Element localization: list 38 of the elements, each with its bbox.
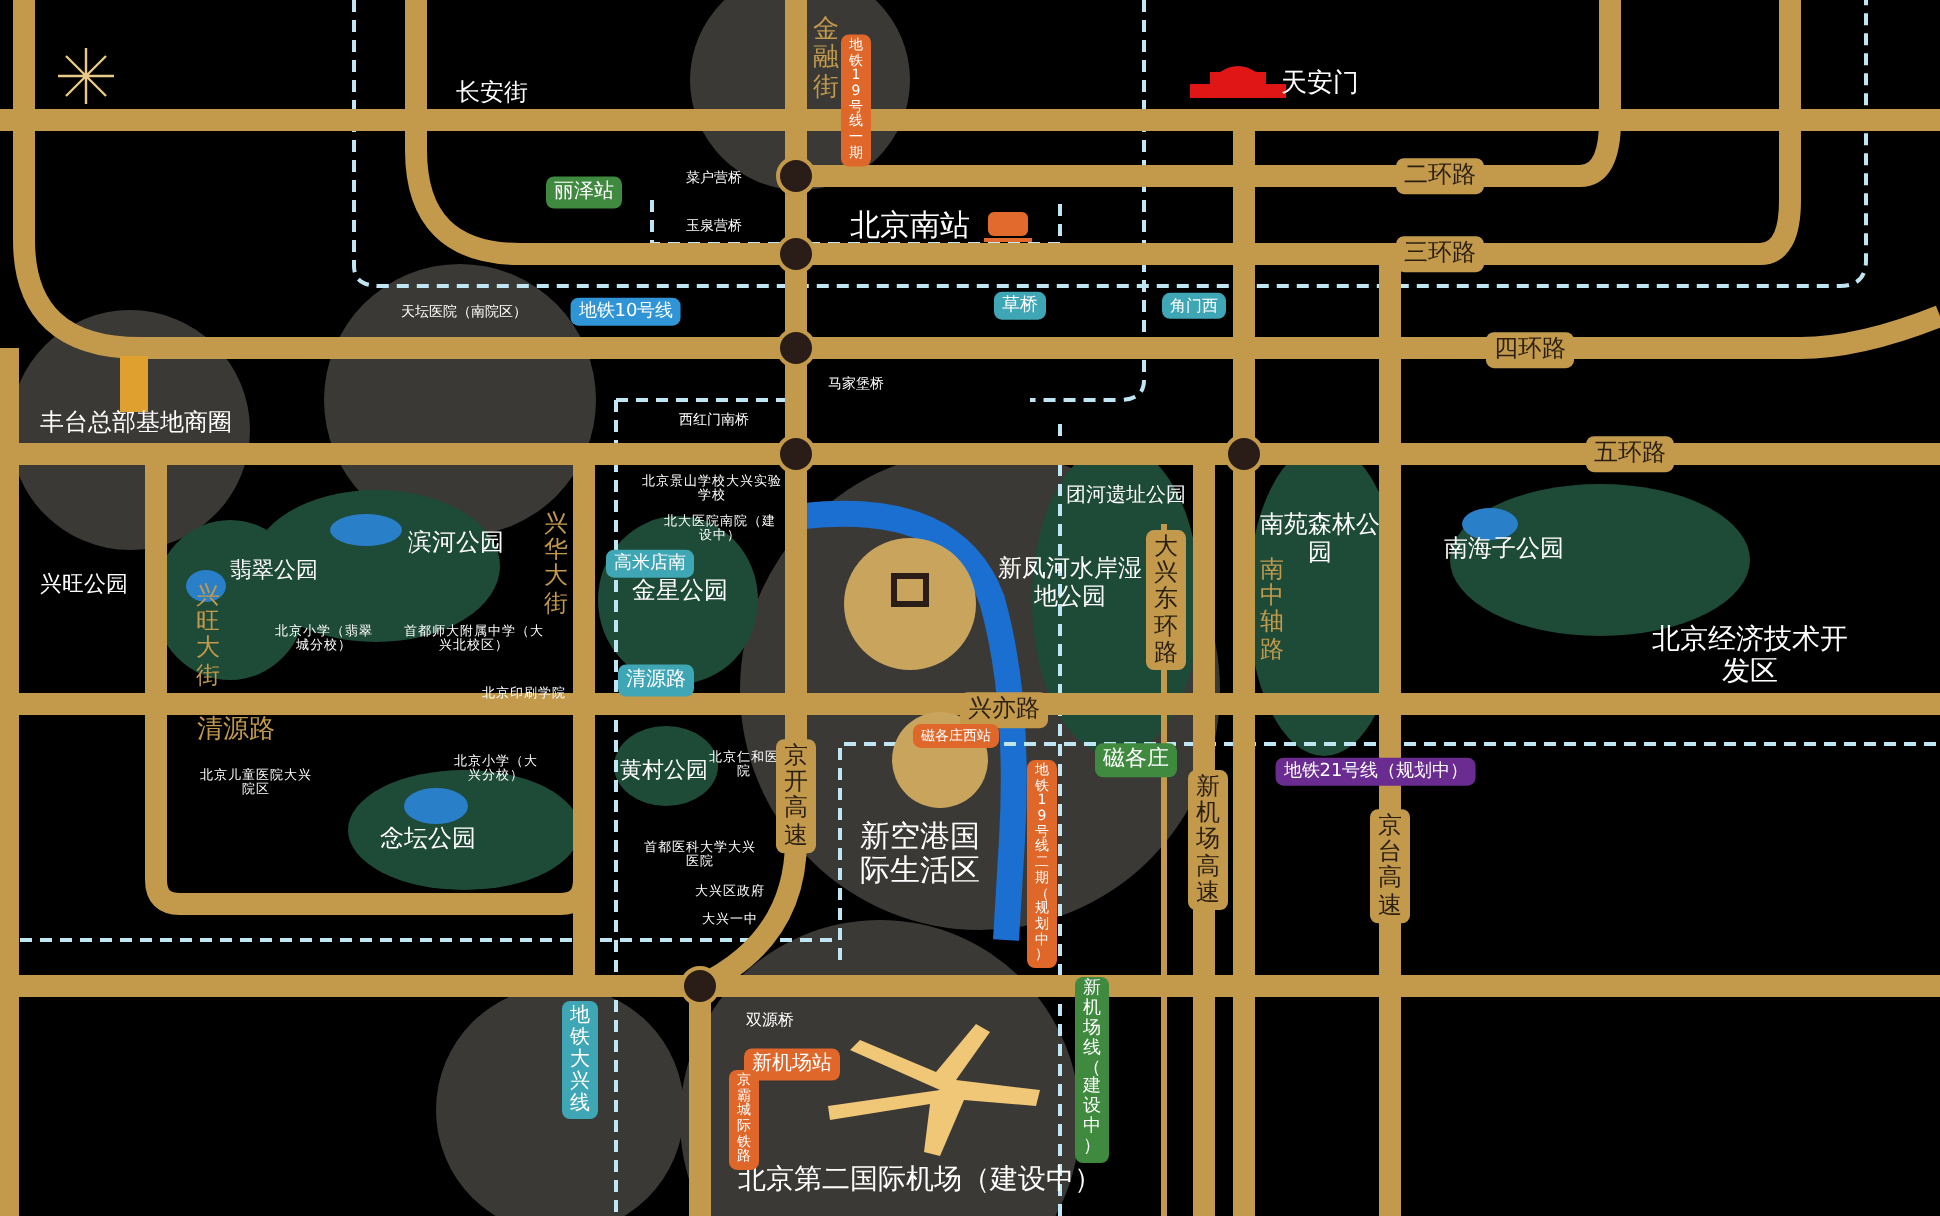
road-name-label: 兴华大街 [544, 511, 568, 617]
road-name-label: 四环路 [1486, 332, 1574, 368]
metro-line-tag: 地铁21号线（规划中） [1275, 757, 1477, 787]
place-label: 北京经济技术开发区 [1650, 623, 1850, 689]
place-label: 团河遗址公园 [1066, 484, 1186, 508]
place-label: 新空港国际生活区 [860, 819, 980, 889]
road-name-label: 三环路 [1396, 236, 1484, 272]
station-tag: 丽泽站 [546, 176, 622, 208]
station-tag: 角门西 [1162, 292, 1226, 320]
road-name-label: 二环路 [1396, 158, 1484, 194]
place-label: 黄村公园 [620, 759, 708, 785]
place-label: 天安门 [1281, 71, 1359, 101]
road-name-label: 京开高速 [776, 739, 816, 853]
place-label: 南海子公园 [1444, 536, 1564, 564]
station-tag: 草桥 [994, 291, 1046, 321]
place-label: 滨河公园 [408, 530, 504, 558]
station-tag: 磁各庄 [1095, 743, 1177, 777]
road-name-label: 大兴东环路 [1146, 530, 1186, 670]
road-name-label: 兴亦路 [960, 692, 1048, 728]
station-tag: 新机场线（建设中） [1075, 977, 1109, 1163]
station-tag: 地铁大兴线 [562, 1001, 598, 1119]
place-label: 双源桥 [746, 1010, 794, 1030]
station-tag: 清源路 [618, 664, 694, 696]
place-label: 翡翠公园 [230, 559, 318, 585]
road-name-label: 清源路 [197, 717, 275, 747]
road-name-label: 兴旺大街 [196, 583, 220, 689]
place-label: 念坛公园 [380, 826, 476, 854]
place-label: 兴旺公园 [40, 573, 128, 599]
place-label: 长安街 [456, 80, 528, 108]
road-name-label: 五环路 [1586, 436, 1674, 472]
metro-line-tag: 地铁10号线 [570, 297, 682, 327]
place-label: 金星公园 [632, 578, 728, 606]
place-label: 丰台总部基地商圈 [40, 410, 232, 438]
road-name-label: 金融街 [813, 17, 839, 103]
road-name-label: 新机场高速 [1188, 770, 1228, 910]
place-label: 北京南站 [850, 208, 970, 244]
station-tag: 高米店南 [606, 549, 694, 579]
road-name-label: 京台高速 [1370, 809, 1410, 923]
